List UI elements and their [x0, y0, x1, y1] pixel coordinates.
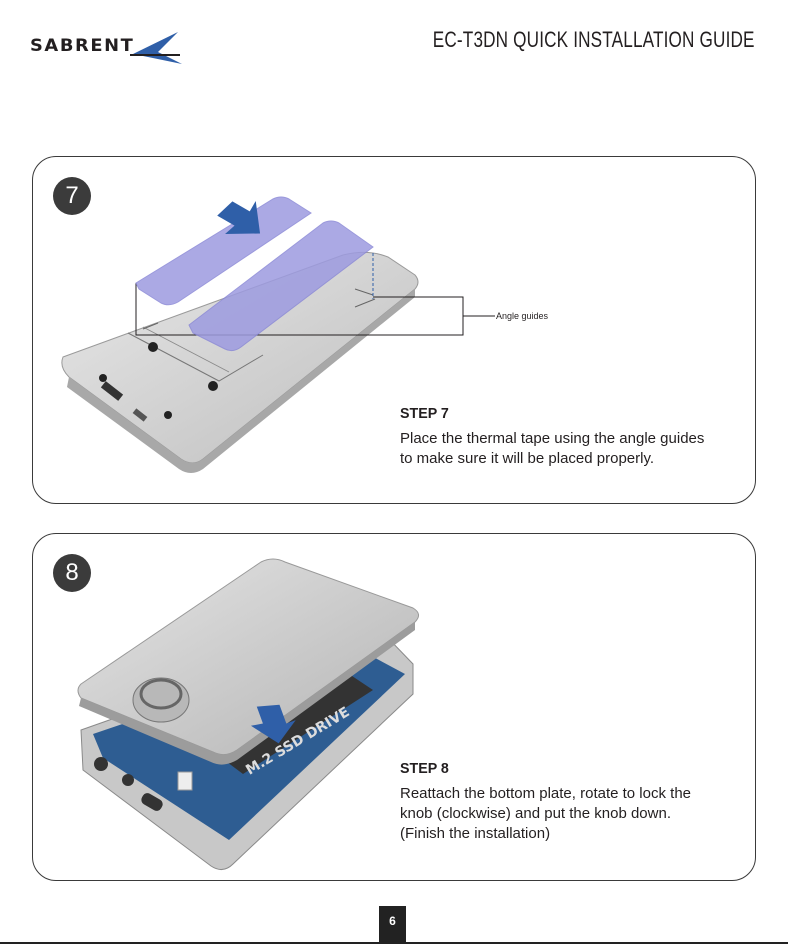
step-7-description: Place the thermal tape using the angle g… — [400, 429, 730, 469]
brand-logo: SABRENT — [30, 28, 190, 68]
footer-rule — [0, 942, 788, 944]
step-8-title: STEP 8 — [400, 760, 449, 777]
angle-guides-callout: Angle guides — [496, 311, 548, 321]
step-8-line-2: knob (clockwise) and put the knob down. — [400, 804, 730, 824]
logo-swoosh-icon — [30, 28, 190, 68]
step-7-title: STEP 7 — [400, 405, 449, 422]
step-7-line-2: to make sure it will be placed properly. — [400, 449, 730, 469]
step-7-line-1: Place the thermal tape using the angle g… — [400, 429, 730, 449]
step-8-line-1: Reattach the bottom plate, rotate to loc… — [400, 784, 730, 804]
step-7-panel: 7 Ang — [32, 156, 756, 504]
document-title: EC-T3DN QUICK INSTALLATION GUIDE — [433, 27, 755, 53]
page-number: 6 — [379, 906, 406, 944]
step-8-description: Reattach the bottom plate, rotate to loc… — [400, 784, 730, 844]
step-8-line-3: (Finish the installation) — [400, 824, 730, 844]
step-8-panel: 8 M.2 SSD DRIVE STEP 8 Reattach the bott… — [32, 533, 756, 881]
